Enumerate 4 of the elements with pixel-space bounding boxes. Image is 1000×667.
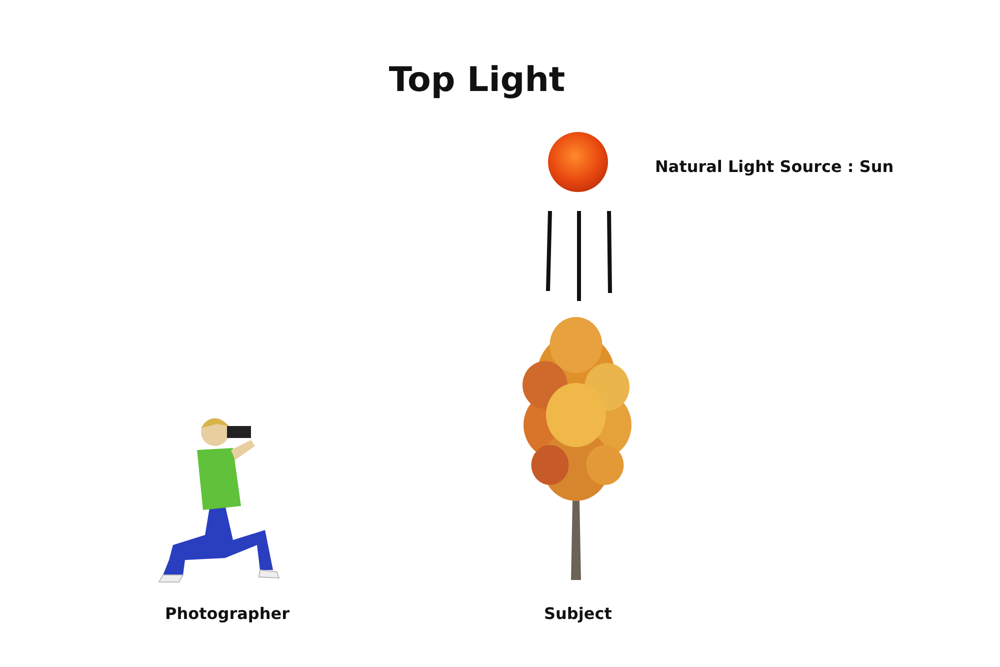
node-label: Subject [544, 604, 612, 623]
title: Top Light [388, 60, 566, 100]
node-label: Photographer [165, 604, 290, 623]
node-label: Natural Light Source : Sun [655, 157, 894, 176]
